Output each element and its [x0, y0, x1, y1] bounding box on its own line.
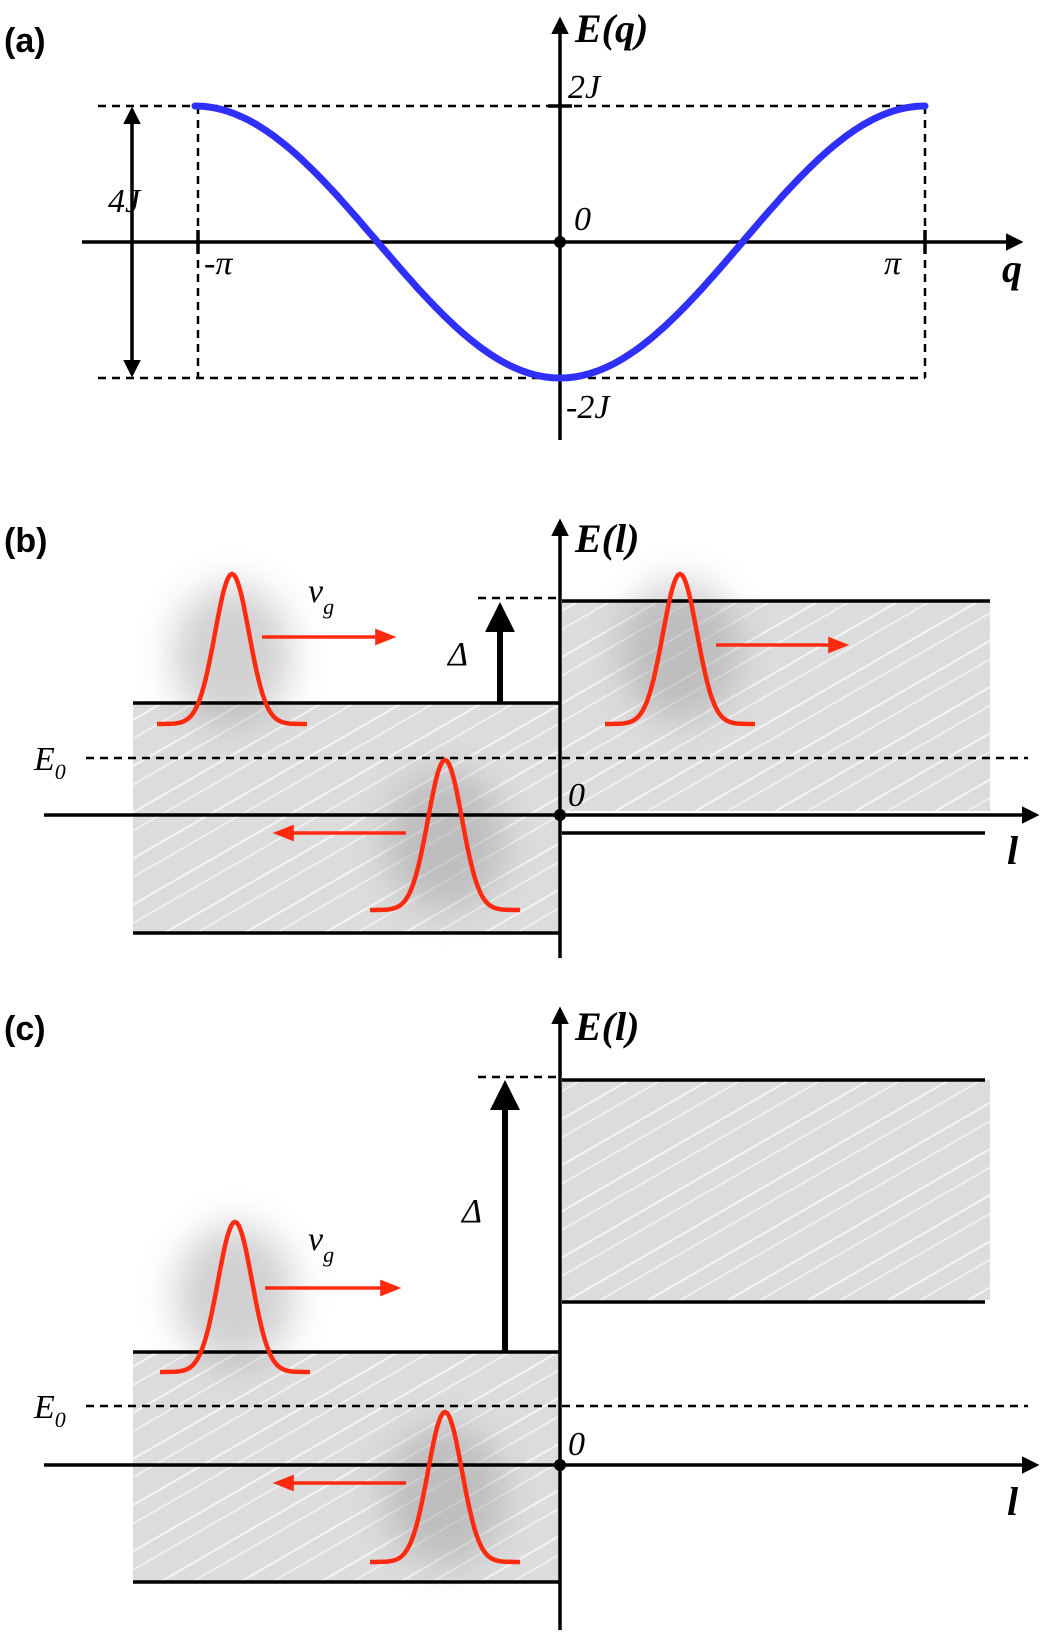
- label-4J: 4J: [108, 183, 142, 220]
- panel-a: (a) E(q) q 2J 0 -2J -π π 4J: [4, 6, 1024, 440]
- right-band: [562, 1080, 990, 1300]
- label-zero: 0: [574, 201, 591, 238]
- origin-dot: [554, 236, 566, 248]
- label-zero: 0: [568, 777, 585, 814]
- label-vg: vg: [308, 1221, 334, 1267]
- origin-dot: [554, 809, 566, 821]
- label-e0: E0: [33, 741, 66, 784]
- label-delta: Δ: [446, 636, 468, 673]
- reflected-wavepacket: [370, 757, 520, 913]
- l-axis-title: l: [1007, 1479, 1019, 1524]
- panel-b: (b) E(l) l 0 Δ E0: [4, 516, 1040, 958]
- label-delta: Δ: [460, 1193, 482, 1230]
- energy-axis-title: E(q): [574, 6, 648, 51]
- energy-axis-title: E(l): [574, 516, 639, 561]
- shadow: [385, 770, 505, 910]
- panel-c-label: (c): [4, 1010, 46, 1048]
- l-axis-title: l: [1007, 828, 1019, 873]
- dispersion-curve: [191, 102, 929, 382]
- shadow: [385, 1425, 505, 1565]
- incident-wavepacket: [157, 571, 307, 727]
- origin-dot: [554, 1459, 566, 1471]
- incident-wavepacket: [160, 1219, 310, 1375]
- panel-a-label: (a): [4, 22, 46, 60]
- panel-c: (c) E(l) l 0 Δ E0 vg: [4, 1004, 1040, 1630]
- label-pi: π: [884, 245, 902, 282]
- transmitted-wavepacket: [605, 571, 755, 727]
- label-2J: 2J: [568, 69, 602, 106]
- shadow: [175, 1225, 295, 1365]
- label-minus-pi: -π: [204, 245, 233, 282]
- label-vg: vg: [308, 573, 334, 619]
- label-e0: E0: [33, 1389, 66, 1432]
- q-axis-title: q: [1002, 246, 1022, 291]
- panel-b-label: (b): [4, 522, 47, 560]
- label-minus-2J: -2J: [566, 389, 611, 426]
- energy-axis-title: E(l): [574, 1004, 639, 1049]
- label-zero: 0: [568, 1426, 585, 1463]
- reflected-wavepacket: [370, 1409, 520, 1565]
